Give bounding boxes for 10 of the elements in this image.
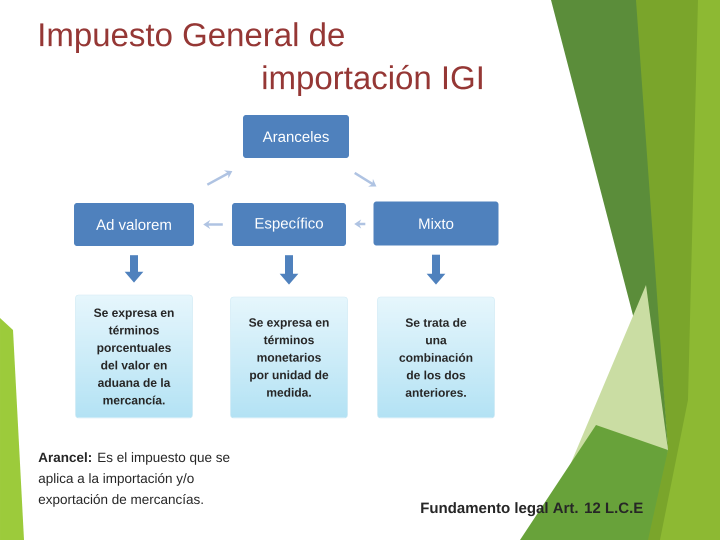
description-box: Se expresa en términos porcentuales del valor en aduana de la mercancía.: [75, 294, 193, 418]
description-box: Se expresa en términos monetarios por unidad de medida.: [230, 296, 348, 418]
category-box: Específico: [232, 203, 346, 246]
arrow: [354, 172, 376, 187]
category-box: Aranceles: [243, 115, 349, 158]
note-text: Arancel: Es el impuesto que se aplica a la importación y/o exportación de mercancías.: [38, 452, 230, 507]
category-box: Ad valorem: [74, 203, 194, 246]
category-box: Mixto: [374, 202, 498, 246]
slide-title: Impuesto General de importación IGI: [40, 22, 482, 96]
description-box: Se trata de una combinación de los dos anteriores.: [377, 296, 495, 418]
